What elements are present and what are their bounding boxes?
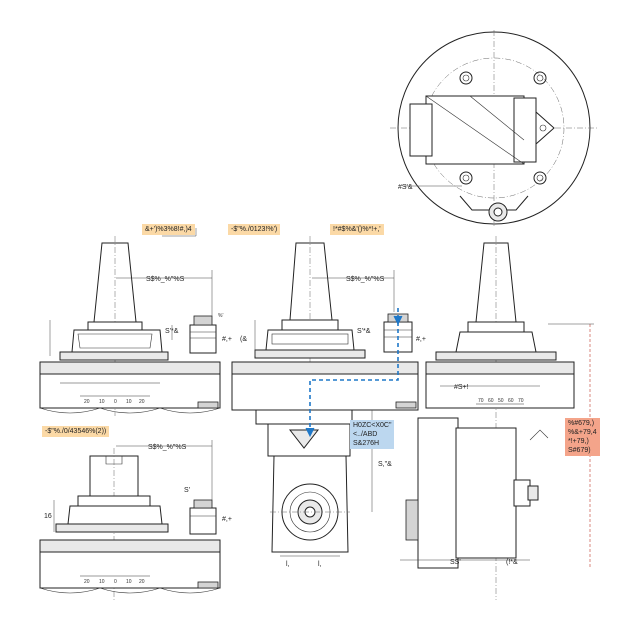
coolant-note-label: H0ZC<X0C" <../ABD S&276H	[350, 420, 395, 449]
svg-text:10: 10	[126, 579, 132, 585]
v1-right-dim: #,+	[222, 336, 232, 343]
v1-small-dim: %'	[218, 313, 223, 319]
v2-side-dim: S'*&	[357, 328, 371, 335]
svg-text:10: 10	[99, 399, 105, 405]
svg-text:60: 60	[508, 398, 514, 404]
svg-text:20: 20	[84, 579, 90, 585]
coolant-flow-path	[309, 308, 399, 434]
top-plan-view: #S'&	[390, 30, 598, 226]
top-view-dim-text: #S'&	[398, 184, 413, 191]
view3-drawing: #S+! SS' (!*& 70 60 50 60 70	[400, 236, 594, 600]
v3-width-dim: #S+!	[454, 384, 469, 391]
v3-scale: 70 60 50 60 70	[476, 398, 524, 405]
v2-height-dim: S,"&	[378, 461, 392, 468]
svg-text:20: 20	[139, 579, 145, 585]
v2-left-dim: (&	[240, 336, 247, 343]
v2-l1-dim: l,	[286, 561, 290, 568]
view1-drawing: S$%_%"%S S'*& %' #,+ 20 10 0 10 20	[39, 228, 232, 416]
svg-text:20: 20	[139, 399, 145, 405]
svg-text:70: 70	[518, 398, 524, 404]
v3-bottom-left-dim: SS'	[450, 559, 461, 566]
svg-text:50: 50	[498, 398, 504, 404]
svg-text:0: 0	[114, 399, 117, 405]
view3-title-label: !*#$%&'()%*!+,'	[330, 224, 384, 235]
svg-text:60: 60	[488, 398, 494, 404]
view2-drawing: S$%_%"%S S'*& (& #,+ S,"& l, l,	[231, 236, 426, 568]
svg-text:10: 10	[126, 399, 132, 405]
v1-scale: 20 10 0 10 20	[80, 395, 150, 405]
v1-top-dim: S$%_%"%S	[146, 276, 185, 283]
v4-side-dim: S'	[184, 487, 190, 494]
svg-text:70: 70	[478, 398, 484, 404]
spec-note-label: %#679,) %&+79,4 *!+79,) S#679)	[565, 418, 600, 456]
svg-text:0: 0	[114, 579, 117, 585]
view4-drawing: S$%_%"%S 16 S' #,+ 20 10 0 10 20	[39, 440, 232, 600]
v2-top-dim: S$%_%"%S	[346, 276, 385, 283]
v4-right-dim: #,+	[222, 516, 232, 523]
svg-text:10: 10	[99, 579, 105, 585]
svg-text:20: 20	[84, 399, 90, 405]
v3-bottom-right-dim: (!*&	[506, 559, 518, 566]
v2-right-dim: #,+	[416, 336, 426, 343]
view2-title-label: -$"%./0123!%')	[228, 224, 281, 235]
v4-height-dim: 16	[44, 513, 52, 520]
view1-title-label: &+')%3%8!#,)4	[142, 224, 195, 235]
v2-l2-dim: l,	[318, 561, 322, 568]
v4-scale: 20 10 0 10 20	[80, 575, 150, 585]
view4-title-label: -$"%./0/43546%(2))	[42, 426, 110, 437]
v4-top-dim: S$%_%"%S	[148, 444, 187, 451]
